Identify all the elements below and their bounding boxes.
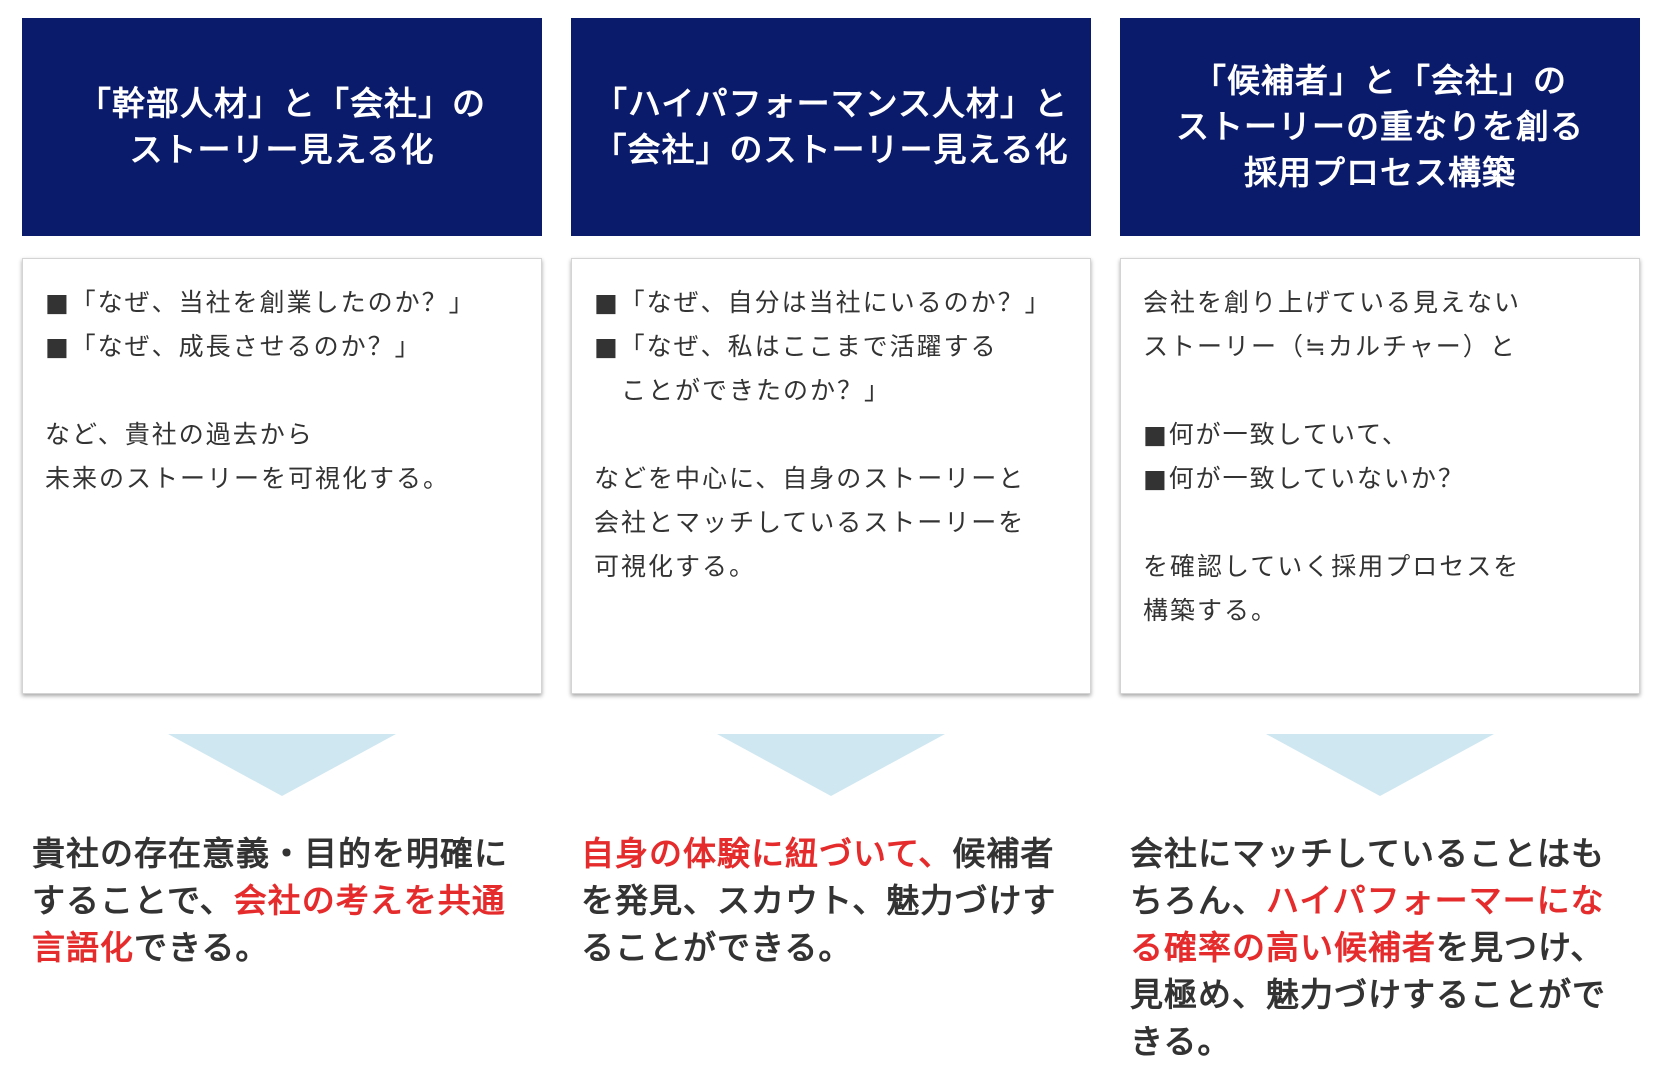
body-line: ■「なぜ、当社を創業したのか？」	[45, 288, 476, 317]
body-line	[45, 369, 519, 413]
body-line: ■「なぜ、自分は当社にいるのか？」	[594, 288, 1052, 317]
conclusion-text: 候補者を発見、スカウト、魅力づけすることができる。	[581, 834, 1057, 967]
column-3: 「候補者」と「会社」の ストーリーの重なりを創る 採用プロセス構築 会社を創り上…	[1120, 18, 1640, 1065]
down-arrow-icon	[717, 734, 945, 796]
body-line: を確認していく採用プロセスを	[1143, 552, 1521, 581]
body-line: 会社を創り上げている見えない	[1143, 288, 1522, 317]
column-1: 「幹部人材」と「会社」の ストーリー見える化 ■「なぜ、当社を創業したのか？」 …	[22, 18, 542, 971]
column-header: 「ハイパフォーマンス人材」と 「会社」のストーリー見える化	[571, 18, 1091, 236]
body-line	[1143, 501, 1617, 545]
body-line	[594, 413, 1068, 457]
conclusion-text: を見つけ、見極め、魅力づけすることができる。	[1130, 928, 1606, 1061]
column-header: 「幹部人材」と「会社」の ストーリー見える化	[22, 18, 542, 236]
column-conclusion: 自身の体験に紐づいて、候補者を発見、スカウト、魅力づけすることができる。	[571, 830, 1091, 971]
body-line	[1143, 369, 1617, 413]
body-line: など、貴社の過去から	[45, 420, 314, 449]
conclusion-text: 会社にマッチしていることはもちろん、	[1130, 834, 1606, 920]
body-line: ストーリー（≒カルチャー）と	[1143, 332, 1517, 361]
body-line: 可視化する。	[594, 552, 757, 581]
body-line: ■「なぜ、私はここまで活躍する	[594, 332, 998, 361]
column-title: 「候補者」と「会社」の ストーリーの重なりを創る 採用プロセス構築	[1176, 61, 1584, 192]
column-body-box: ■「なぜ、当社を創業したのか？」 ■「なぜ、成長させるのか？」 など、貴社の過去…	[22, 258, 542, 694]
column-body-box: ■「なぜ、自分は当社にいるのか？」 ■「なぜ、私はここまで活躍する ことができた…	[571, 258, 1091, 694]
body-line: ■「なぜ、成長させるのか？」	[45, 332, 422, 361]
column-header: 「候補者」と「会社」の ストーリーの重なりを創る 採用プロセス構築	[1120, 18, 1640, 236]
body-line: ことができたのか？」	[594, 376, 892, 405]
column-title: 「幹部人材」と「会社」の ストーリー見える化	[78, 84, 486, 169]
down-arrow-icon	[1266, 734, 1494, 796]
column-body-box: 会社を創り上げている見えない ストーリー（≒カルチャー）と ■何が一致していて、…	[1120, 258, 1640, 694]
conclusion-highlight: 自身の体験に紐づいて、	[581, 834, 953, 873]
body-line: などを中心に、自身のストーリーと	[594, 464, 1026, 493]
conclusion-text: 貴社の存在意義・目的を明確にすることで、	[32, 834, 508, 920]
down-arrow-icon	[168, 734, 396, 796]
column-conclusion: 会社にマッチしていることはもちろん、ハイパフォーマーになる確率の高い候補者を見つ…	[1120, 830, 1640, 1065]
conclusion-highlight: ハイパフォーマーになる確率の高い候補者	[1130, 881, 1605, 967]
column-title: 「ハイパフォーマンス人材」と 「会社」のストーリー見える化	[593, 84, 1069, 169]
body-line: 未来のストーリーを可視化する。	[45, 464, 451, 493]
body-line: ■何が一致していないか？	[1143, 464, 1465, 493]
conclusion-highlight: 会社の考えを共通言語化	[32, 881, 506, 967]
column-conclusion: 貴社の存在意義・目的を明確にすることで、会社の考えを共通言語化できる。	[22, 830, 542, 971]
body-line: 構築する。	[1143, 596, 1279, 625]
conclusion-text: できる。	[134, 928, 270, 967]
body-line: ■何が一致していて、	[1143, 420, 1409, 449]
body-line: 会社とマッチしているストーリーを	[594, 508, 1026, 537]
column-2: 「ハイパフォーマンス人材」と 「会社」のストーリー見える化 ■「なぜ、自分は当社…	[571, 18, 1091, 971]
